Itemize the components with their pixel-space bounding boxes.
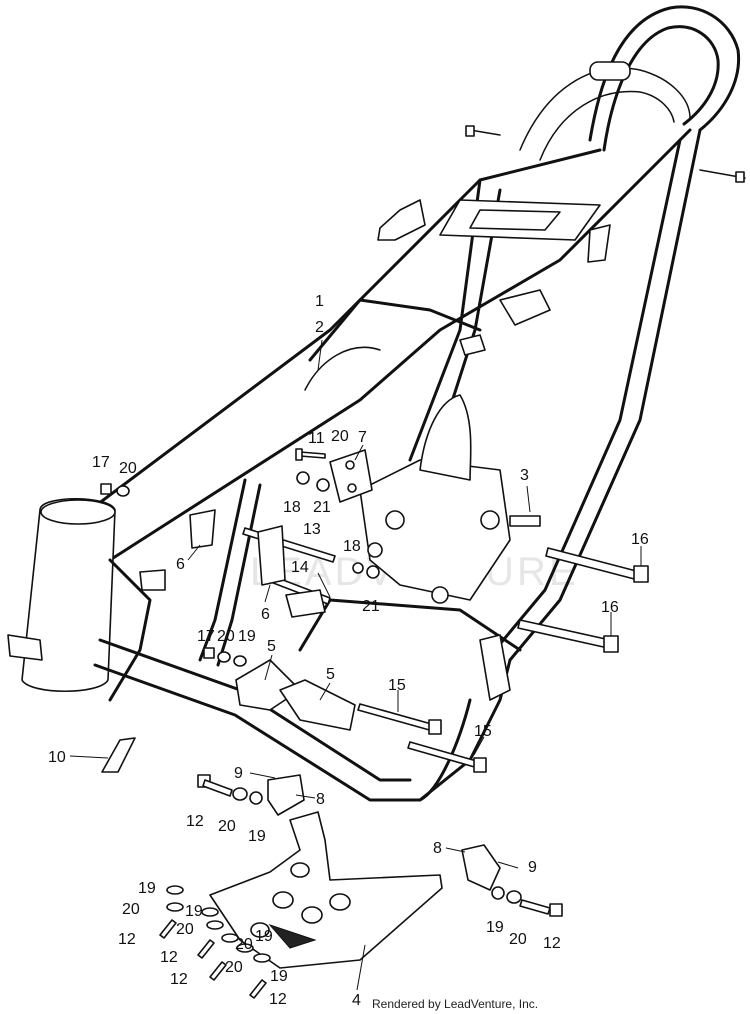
callout-21a: 21 — [313, 499, 331, 516]
callout-10: 10 — [48, 749, 66, 766]
callout-12c: 12 — [160, 949, 178, 966]
credit-text: Rendered by LeadVenture, Inc. — [372, 997, 538, 1011]
callout-14: 14 — [291, 559, 309, 576]
callout-16a: 16 — [631, 531, 649, 548]
callout-20i: 20 — [509, 931, 527, 948]
callout-20b: 20 — [331, 428, 349, 445]
callout-13: 13 — [303, 521, 321, 538]
callout-19e: 19 — [255, 928, 273, 945]
callout-20d: 20 — [218, 818, 236, 835]
callout-15b: 15 — [474, 723, 492, 740]
callout-9b: 9 — [528, 859, 537, 876]
callout-19d: 19 — [185, 903, 203, 920]
callout-11: 11 — [308, 430, 325, 447]
callout-12f: 12 — [543, 935, 561, 952]
callout-6a: 6 — [176, 556, 185, 573]
callout-20h: 20 — [225, 959, 243, 976]
callout-19a: 19 — [238, 628, 256, 645]
callout-15a: 15 — [388, 677, 406, 694]
callout-6b: 6 — [261, 606, 270, 623]
callout-19c: 19 — [138, 880, 156, 897]
callout-12a: 12 — [186, 813, 204, 830]
callout-2: 2 — [315, 319, 324, 336]
callout-20c: 20 — [217, 628, 235, 645]
callout-3: 3 — [520, 467, 529, 484]
callout-1: 1 — [315, 293, 324, 310]
leader-lines — [69, 339, 642, 991]
callout-18a: 18 — [283, 499, 301, 516]
callout-19g: 19 — [486, 919, 504, 936]
callout-7: 7 — [358, 429, 367, 446]
callout-labels: 1 2 3 4 5 5 6 6 7 8 8 9 9 10 11 12 12 12… — [48, 293, 649, 1009]
callout-20e: 20 — [122, 901, 140, 918]
callout-16b: 16 — [601, 599, 619, 616]
callout-5b: 5 — [326, 666, 335, 683]
callout-4: 4 — [352, 992, 361, 1009]
callout-18b: 18 — [343, 538, 361, 555]
callout-12e: 12 — [269, 991, 287, 1008]
callout-5a: 5 — [267, 638, 276, 655]
callout-17a: 17 — [92, 454, 110, 471]
callout-17b: 17 — [197, 628, 215, 645]
callout-20a: 20 — [119, 460, 137, 477]
callout-20f: 20 — [176, 921, 194, 938]
callout-21b: 21 — [362, 598, 380, 615]
callout-9a: 9 — [234, 765, 243, 782]
callout-20g: 20 — [235, 936, 253, 953]
callout-19f: 19 — [270, 968, 288, 985]
frame-body — [7, 5, 746, 802]
callout-8b: 8 — [433, 840, 442, 857]
callout-8a: 8 — [316, 791, 325, 808]
callout-19b: 19 — [248, 828, 266, 845]
callout-12d: 12 — [170, 971, 188, 988]
fastener-parts — [100, 448, 649, 999]
callout-12b: 12 — [118, 931, 136, 948]
